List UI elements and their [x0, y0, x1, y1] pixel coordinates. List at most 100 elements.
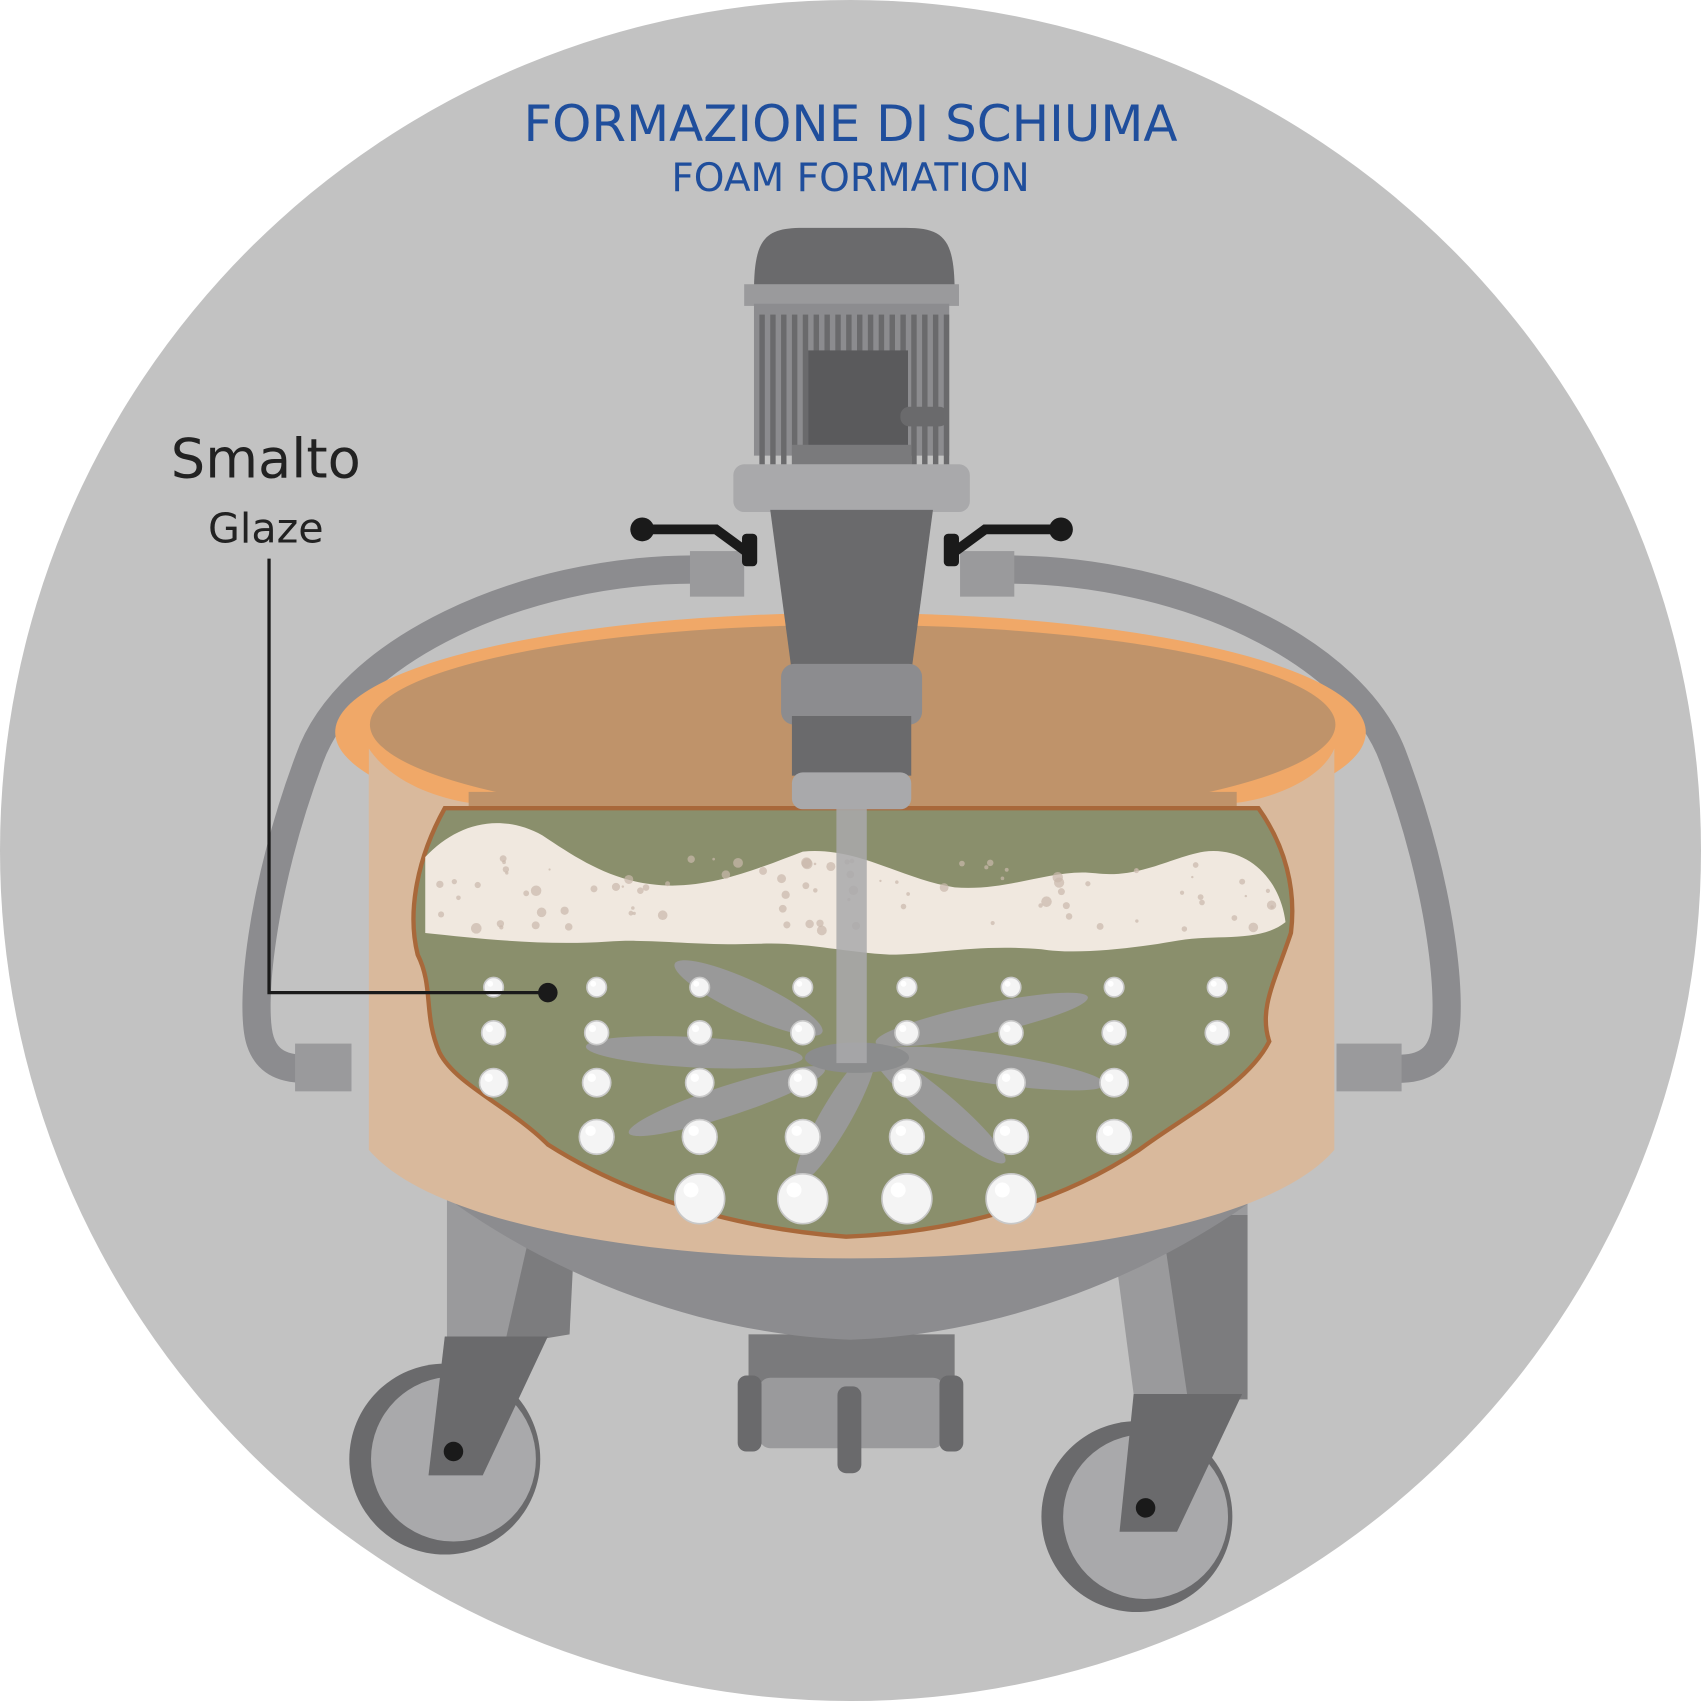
foam-speck [1270, 905, 1274, 909]
motor-fin [922, 314, 928, 467]
foam-speck [531, 921, 540, 930]
wheel-right [1041, 1393, 1243, 1613]
bubble [896, 976, 918, 998]
bubble [581, 1067, 612, 1098]
foam-speck [642, 884, 650, 891]
bubble-highlight [1106, 1024, 1114, 1033]
bubble [673, 1172, 726, 1225]
foam-speck [631, 906, 635, 910]
foam-speck [1038, 903, 1043, 908]
bubble-highlight [1004, 980, 1011, 987]
mixer-motor [733, 227, 970, 810]
foam-speck [665, 881, 671, 887]
foam-speck [1181, 926, 1188, 932]
foam-speck [590, 885, 598, 893]
bubble [888, 1118, 926, 1156]
foam-speck [816, 919, 824, 927]
foam-speck [438, 911, 445, 918]
bubble [478, 1067, 509, 1098]
foam-speck [499, 855, 507, 863]
bubble-highlight [683, 1182, 699, 1198]
foam-speck [523, 890, 530, 897]
motor-fin [759, 314, 765, 467]
foam-speck [777, 874, 787, 884]
bubble-highlight [897, 1073, 907, 1082]
bubble-highlight [890, 1182, 906, 1198]
foam-speck [721, 870, 731, 879]
bubble [998, 1020, 1024, 1046]
foam-speck [502, 866, 510, 873]
foam-speck [456, 895, 461, 901]
foam-speck [611, 882, 621, 891]
bubble-highlight [691, 1024, 700, 1033]
wheel-left [349, 1336, 548, 1555]
bottom-outlet [737, 1334, 964, 1474]
bubble [891, 1067, 922, 1098]
foam-speck [759, 867, 768, 875]
foam-speck [1057, 888, 1065, 896]
label-leader-line [267, 558, 548, 995]
foam-speck [624, 874, 634, 885]
bubble [578, 1118, 615, 1156]
motor-fin [932, 314, 939, 467]
side-pipes [242, 555, 1461, 1083]
bubble-highlight [690, 1073, 700, 1082]
bubble [792, 976, 814, 998]
bubble [681, 1118, 718, 1156]
foam-speck [657, 910, 668, 921]
foam-speck [1004, 867, 1009, 872]
foam-speck [530, 885, 542, 896]
foam-speck [1197, 894, 1204, 901]
bubble [992, 1118, 1030, 1156]
bubble-highlight [688, 1125, 699, 1137]
foam-speck [548, 868, 551, 871]
bubble [586, 976, 608, 998]
bubble-highlight [1003, 1024, 1011, 1033]
foam-speck [1054, 877, 1065, 888]
bubble [787, 1067, 818, 1098]
bubble [583, 1020, 610, 1046]
foam-speck [505, 871, 509, 875]
bubble [1101, 1020, 1127, 1046]
foam-speck [1248, 922, 1259, 933]
pipe-coupling-left [295, 1043, 352, 1092]
foam-speck [1065, 913, 1073, 920]
bubble-highlight [791, 1125, 802, 1137]
foam-speck [986, 859, 994, 867]
bubble-highlight [585, 1125, 596, 1137]
label-italian: Smalto [171, 427, 361, 490]
motor-fin [781, 314, 787, 467]
bubble [1000, 976, 1022, 998]
bubble [985, 1172, 1037, 1225]
foam-speck [802, 882, 810, 890]
foam-speck [1096, 923, 1104, 930]
bubble-highlight [1209, 1024, 1217, 1033]
bubble [894, 1020, 920, 1046]
bubble-highlight [487, 980, 494, 987]
bubble [790, 1020, 816, 1046]
title-english: FOAM FORMATION [671, 156, 1029, 201]
bubbles [478, 976, 1230, 1225]
bubble-highlight [588, 1024, 597, 1033]
foam-speck [712, 857, 716, 861]
foam-speck [895, 880, 899, 884]
foam-speck [564, 923, 573, 931]
bubble-highlight [1104, 1073, 1114, 1082]
label-pointer-dot [538, 982, 558, 1003]
foam-speck [1085, 881, 1091, 887]
foam-speck [783, 921, 791, 929]
pipe-coupling-right [1336, 1043, 1402, 1092]
valve-right [943, 517, 1073, 597]
bubble-highlight [1102, 1125, 1114, 1137]
bubble-highlight [899, 1024, 907, 1033]
bubble-highlight [900, 980, 907, 987]
bubble-highlight [895, 1125, 907, 1137]
foam-speck [900, 903, 907, 910]
bubble-highlight [590, 980, 597, 987]
motor-fin [943, 314, 950, 467]
bubble-highlight [795, 1024, 803, 1033]
title-italian: FORMAZIONE DI SCHIUMA [523, 95, 1177, 153]
bubble [686, 1020, 713, 1046]
foam-speck [499, 925, 504, 930]
